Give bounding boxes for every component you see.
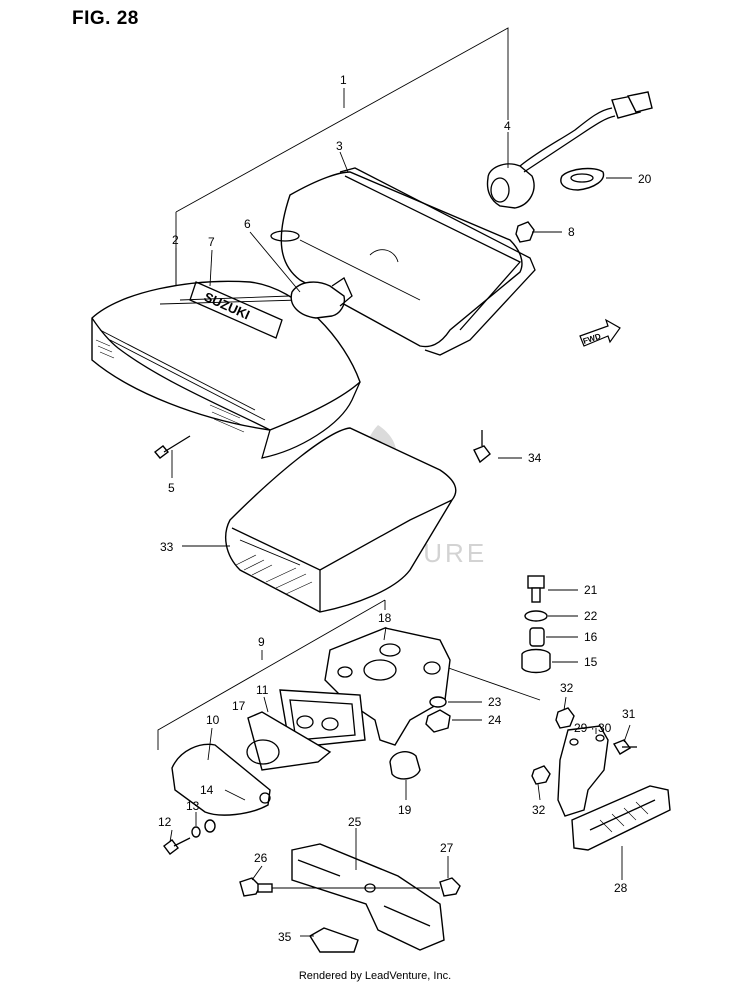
callout-17: 17: [232, 699, 246, 713]
callout-18: 18: [378, 611, 392, 625]
part-35-pad: [309, 927, 359, 953]
part-5-screw: [153, 435, 191, 459]
callout-11: 11: [256, 683, 269, 697]
callout-21: 21: [584, 583, 598, 597]
callout-9: 9: [258, 635, 265, 649]
leader-lines: [169, 88, 632, 937]
part-28-rear-reflector: [571, 785, 671, 851]
part-32-nut-upper: [555, 707, 575, 729]
callout-14: 14: [200, 783, 214, 797]
part-17-gasket: [247, 711, 332, 771]
part-10-license-light-cover: [171, 739, 280, 816]
part-25-license-bracket: [291, 843, 445, 951]
callout-numbers: 1 2 3 4 5 6 7 8 9 10 11 12 13 14 15 16 1…: [158, 73, 652, 944]
part-20-grommet-hole: [570, 173, 594, 183]
part-21-bolt: [527, 575, 545, 603]
callout-25: 25: [348, 815, 362, 829]
callout-16: 16: [584, 630, 598, 644]
part-32-nut-lower: [531, 765, 551, 785]
part-33-cover: [224, 427, 457, 613]
callout-24: 24: [488, 713, 502, 727]
callout-6: 6: [244, 217, 251, 231]
part-16-collar: [529, 627, 545, 647]
callout-7: 7: [208, 235, 215, 249]
part-23-washer: [429, 696, 447, 708]
callout-22: 22: [584, 609, 598, 623]
callout-13: 13: [186, 799, 200, 813]
part-27-nut: [439, 877, 461, 897]
callout-32-upper: 32: [560, 681, 574, 695]
part-13-washer-b: [204, 819, 216, 833]
callout-5: 5: [168, 481, 175, 495]
callout-12: 12: [158, 815, 172, 829]
part-20-grommet: [560, 167, 605, 191]
callout-34: 34: [528, 451, 542, 465]
figure-title: FIG. 28: [72, 8, 139, 29]
part-26-bolt: [239, 877, 273, 897]
fwd-arrow-icon: FWD: [579, 318, 621, 347]
callout-19: 19: [398, 803, 412, 817]
footer-credit: Rendered by LeadVenture, Inc.: [298, 970, 452, 982]
callout-33: 33: [160, 540, 174, 554]
callout-27: 27: [440, 841, 454, 855]
callout-26: 26: [254, 851, 268, 865]
part-34-screw: [473, 430, 491, 464]
callout-1: 1: [340, 73, 347, 87]
part-13-washer-a: [191, 826, 201, 838]
part-31-screw: [612, 739, 637, 755]
part-3-taillight-housing: [270, 167, 536, 356]
callout-4: 4: [504, 119, 511, 133]
callout-28: 28: [614, 881, 628, 895]
callout-15: 15: [584, 655, 598, 669]
callout-32-lower: 32: [532, 803, 546, 817]
group-9-bracket: [157, 599, 541, 750]
part-12-screw: [163, 837, 191, 855]
part-29-30-reflector-bracket: [557, 725, 609, 817]
callout-3: 3: [336, 139, 343, 153]
callout-31: 31: [622, 707, 636, 721]
callout-8: 8: [568, 225, 575, 239]
part-4-socket-harness: [486, 91, 653, 209]
callout-2: 2: [172, 233, 179, 247]
callout-29-30: 29 · 30: [574, 721, 612, 735]
part-15-cushion: [521, 648, 551, 674]
part-2-taillight-lens: SUZUKI: [91, 280, 361, 459]
callout-20: 20: [638, 172, 652, 186]
callout-23: 23: [488, 695, 502, 709]
callout-10: 10: [206, 713, 220, 727]
part-8-nut: [515, 221, 535, 243]
part-19-grommet: [389, 751, 421, 780]
callout-35: 35: [278, 930, 292, 944]
part-24-nut: [425, 709, 451, 733]
part-6-bulb: [290, 277, 353, 319]
part-22-washer: [524, 610, 548, 622]
